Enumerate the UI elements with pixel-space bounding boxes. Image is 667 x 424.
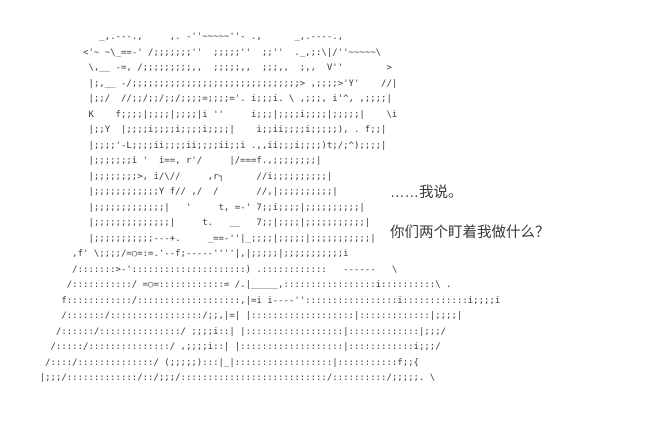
dialogue: ……我说。 你们两个盯着我做什么？: [390, 185, 650, 266]
dialogue-line-2: 你们两个盯着我做什么？: [390, 224, 550, 241]
dialogue-line-1: ……我说。: [390, 185, 463, 201]
ascii-art: _,.---., ,. -''~~~~~''- ., _,.----., <'~…: [39, 32, 501, 383]
